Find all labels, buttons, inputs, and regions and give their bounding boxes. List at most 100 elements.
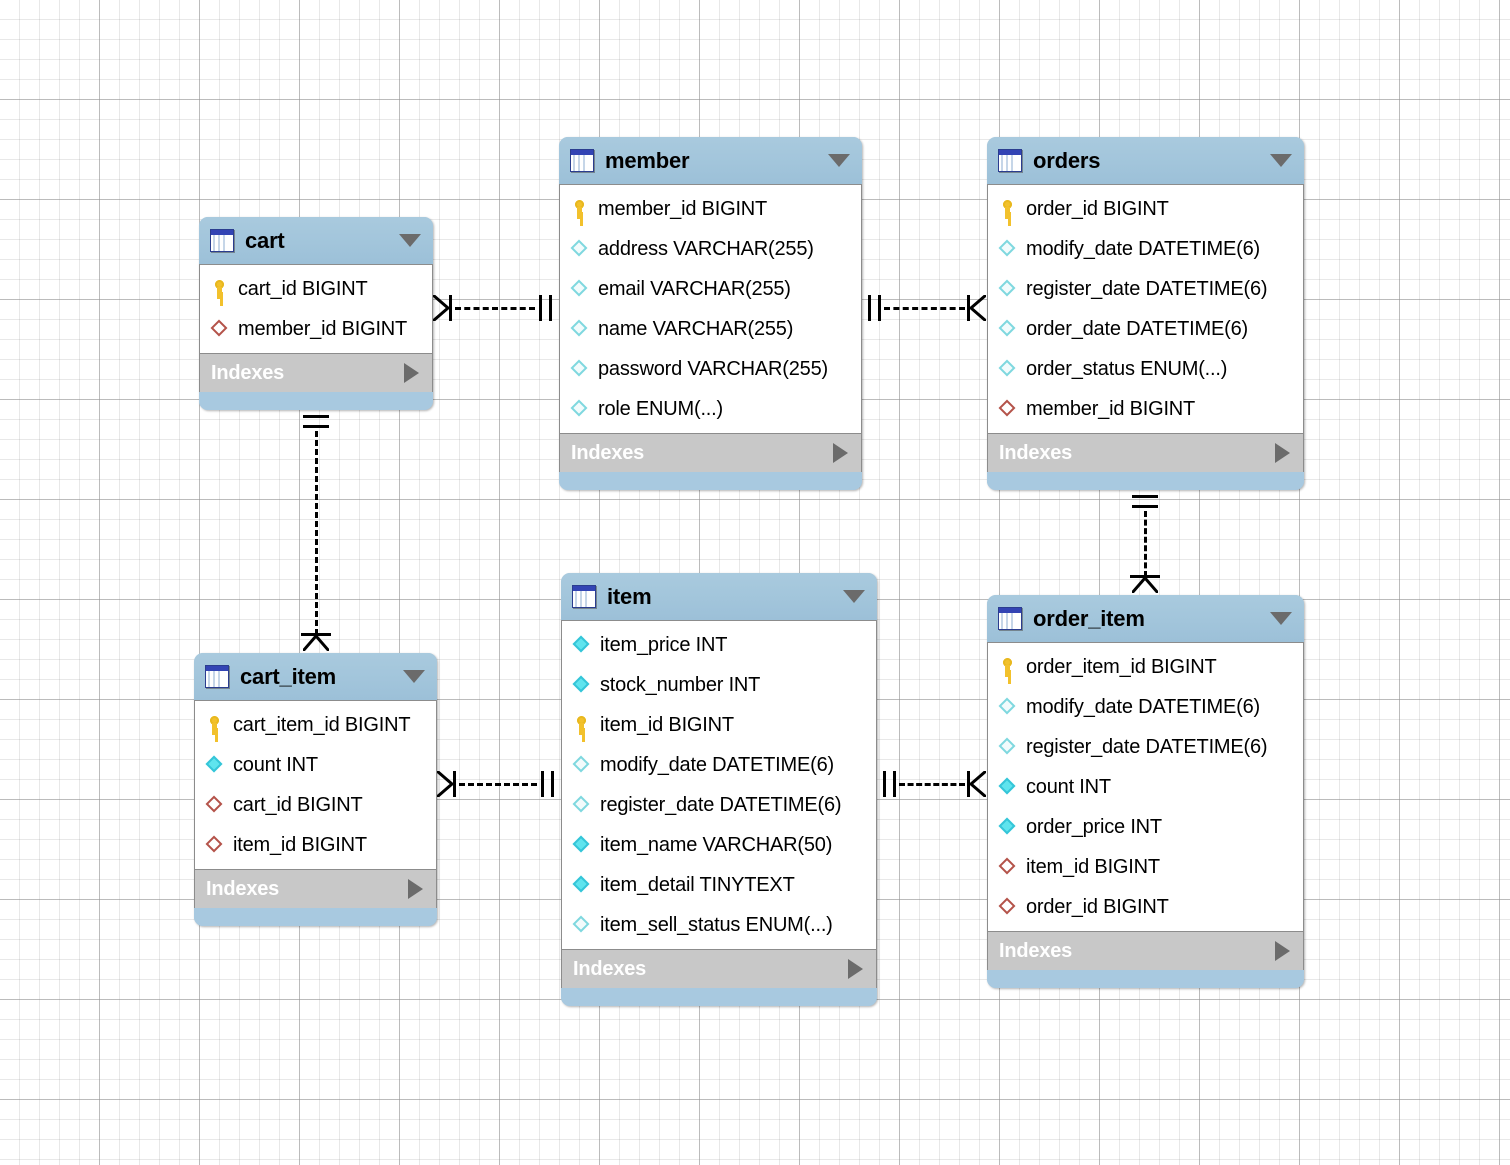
foreign-key-icon [205,834,224,856]
caret-down-icon[interactable] [828,154,850,167]
column-label: role ENUM(...) [598,397,723,420]
table-member[interactable]: member member_id BIGINT address VARCHAR(25… [559,137,862,490]
column-list-orders: order_id BIGINT modify_date DATETIME(6) re… [987,184,1304,433]
primary-key-icon [572,714,591,736]
table-footer [194,908,437,926]
column-list-member: member_id BIGINT address VARCHAR(255)emai… [559,184,862,433]
table-header-orders[interactable]: orders [987,137,1304,184]
table-header-item[interactable]: item [561,573,877,620]
column-row[interactable]: role ENUM(...) [560,389,861,429]
column-row[interactable]: count INT [988,767,1303,807]
nullable-column-icon [570,358,589,380]
not-null-column-icon [572,834,591,856]
column-row[interactable]: item_id BIGINT [988,847,1303,887]
column-label: member_id BIGINT [598,197,768,220]
column-row[interactable]: item_id BIGINT [195,825,436,865]
cardinality-bar [883,771,886,797]
table-header-member[interactable]: member [559,137,862,184]
column-row[interactable]: item_id BIGINT [562,705,876,745]
column-row[interactable]: modify_date DATETIME(6) [562,745,876,785]
cardinality-bar [539,295,542,321]
column-row[interactable]: name VARCHAR(255) [560,309,861,349]
column-row[interactable]: item_detail TINYTEXT [562,865,876,905]
column-row[interactable]: order_id BIGINT [988,189,1303,229]
relationship-line-cartitem-item [459,783,537,786]
column-row[interactable]: register_date DATETIME(6) [988,727,1303,767]
column-row[interactable]: cart_item_id BIGINT [195,705,436,745]
caret-down-icon[interactable] [1270,612,1292,625]
indexes-section-item[interactable]: Indexes [561,949,877,988]
nullable-column-icon [998,736,1017,758]
column-label: register_date DATETIME(6) [1026,277,1268,300]
cardinality-bar [967,771,970,797]
column-label: stock_number INT [600,673,761,696]
table-name-label: item [607,583,652,609]
column-row[interactable]: member_id BIGINT [200,309,432,349]
table-header-order_item[interactable]: order_item [987,595,1304,642]
column-row[interactable]: item_price INT [562,625,876,665]
indexes-section-orders[interactable]: Indexes [987,433,1304,472]
column-label: count INT [1026,775,1111,798]
not-null-column-icon [572,674,591,696]
column-row[interactable]: email VARCHAR(255) [560,269,861,309]
cardinality-bar [453,771,456,797]
cardinality-bar [549,295,552,321]
caret-down-icon[interactable] [843,590,865,603]
column-row[interactable]: cart_id BIGINT [200,269,432,309]
indexes-section-cart[interactable]: Indexes [199,353,433,392]
column-row[interactable]: address VARCHAR(255) [560,229,861,269]
table-item[interactable]: item item_price INT stock_number INT item_i… [561,573,877,1006]
column-row[interactable]: stock_number INT [562,665,876,705]
caret-right-icon[interactable] [408,879,423,899]
indexes-label: Indexes [571,441,645,464]
caret-down-icon[interactable] [403,670,425,683]
indexes-section-member[interactable]: Indexes [559,433,862,472]
indexes-section-order_item[interactable]: Indexes [987,931,1304,970]
column-row[interactable]: register_date DATETIME(6) [562,785,876,825]
column-row[interactable]: item_name VARCHAR(50) [562,825,876,865]
column-row[interactable]: order_item_id BIGINT [988,647,1303,687]
column-label: member_id BIGINT [1026,397,1196,420]
table-header-cart_item[interactable]: cart_item [194,653,437,700]
caret-right-icon[interactable] [833,443,848,463]
caret-down-icon[interactable] [399,234,421,247]
caret-right-icon[interactable] [404,363,419,383]
cardinality-bar [893,771,896,797]
caret-right-icon[interactable] [1275,443,1290,463]
nullable-column-icon [570,318,589,340]
column-label: order_date DATETIME(6) [1026,317,1248,340]
column-label: register_date DATETIME(6) [600,793,842,816]
column-row[interactable]: register_date DATETIME(6) [988,269,1303,309]
primary-key-icon [210,278,229,300]
column-row[interactable]: order_date DATETIME(6) [988,309,1303,349]
column-row[interactable]: password VARCHAR(255) [560,349,861,389]
table-orders[interactable]: orders order_id BIGINT modify_date DATETIM… [987,137,1304,490]
caret-right-icon[interactable] [848,959,863,979]
column-list-item: item_price INT stock_number INT item_id BI… [561,620,877,949]
column-row[interactable]: cart_id BIGINT [195,785,436,825]
column-row[interactable]: item_sell_status ENUM(...) [562,905,876,945]
caret-down-icon[interactable] [1270,154,1292,167]
column-row[interactable]: modify_date DATETIME(6) [988,229,1303,269]
indexes-label: Indexes [211,361,285,384]
caret-right-icon[interactable] [1275,941,1290,961]
nullable-column-icon [572,794,591,816]
column-row[interactable]: member_id BIGINT [988,389,1303,429]
table-name-label: order_item [1033,605,1145,631]
column-row[interactable]: order_price INT [988,807,1303,847]
column-row[interactable]: order_id BIGINT [988,887,1303,927]
indexes-section-cart_item[interactable]: Indexes [194,869,437,908]
column-row[interactable]: order_status ENUM(...) [988,349,1303,389]
column-row[interactable]: modify_date DATETIME(6) [988,687,1303,727]
relationship-line-cart-member [455,307,535,310]
column-label: order_price INT [1026,815,1162,838]
column-row[interactable]: member_id BIGINT [560,189,861,229]
column-row[interactable]: count INT [195,745,436,785]
column-label: modify_date DATETIME(6) [1026,237,1260,260]
nullable-column-icon [998,696,1017,718]
table-header-cart[interactable]: cart [199,217,433,264]
